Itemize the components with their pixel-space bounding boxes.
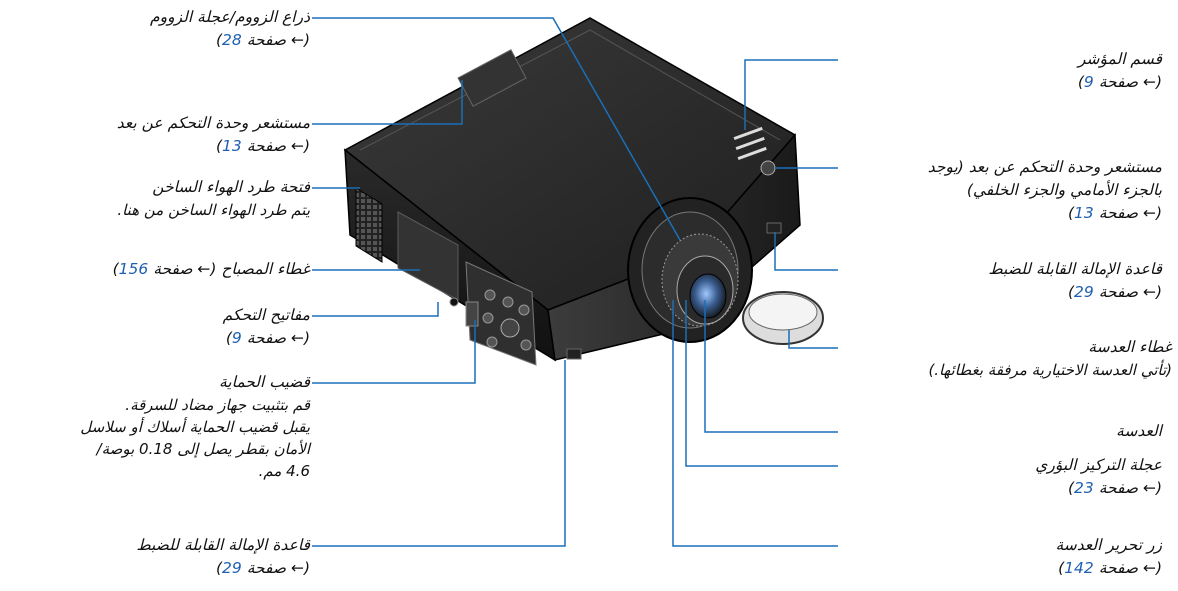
callout-lens-release-title: زر تحرير العدسة: [842, 534, 1162, 557]
callout-lens-title: العدسة: [842, 420, 1162, 443]
callout-security-bar: قضيب الحماية قم بتثبيت جهاز مضاد للسرقة.…: [30, 371, 310, 482]
page-link-142[interactable]: 142: [1064, 559, 1094, 577]
callout-lens-cap-title: غطاء العدسة: [842, 336, 1172, 359]
page-link-28[interactable]: 28: [222, 31, 242, 49]
lens-cap: [743, 292, 823, 344]
callout-controls: مفاتيح التحكم (← صفحة 9): [30, 304, 310, 350]
callout-tilt-foot-right-ref: (← صفحة 29): [842, 281, 1162, 304]
ref-prefix: (← صفحة: [242, 137, 310, 155]
page-link-13[interactable]: 13: [222, 137, 242, 155]
callout-lens-release: زر تحرير العدسة (← صفحة 142): [842, 534, 1162, 580]
callout-remote-top: مستشعر وحدة التحكم عن بعد (← صفحة 13): [30, 112, 310, 158]
callout-tilt-foot-bottom-ref: (← صفحة 29): [30, 557, 310, 580]
callout-remote-top-ref: (← صفحة 13): [30, 135, 310, 158]
callout-zoom-ref: (← صفحة 28): [30, 29, 310, 52]
callout-remote-front-title: مستشعر وحدة التحكم عن بعد (يوجد: [842, 156, 1162, 179]
page-link-156[interactable]: 156: [119, 260, 149, 278]
callout-focus-title: عجلة التركيز البؤري: [842, 454, 1162, 477]
callout-indicator: قسم المؤشر (← صفحة 9): [842, 48, 1162, 94]
callout-remote-front-title2: بالجزء الأمامي والجزء الخلفي): [842, 179, 1162, 202]
page-link-29[interactable]: 29: [222, 559, 242, 577]
callout-security-bar-note3: الأمان بقطر يصل إلى 0.18 بوصة/: [30, 438, 310, 460]
callout-controls-ref: (← صفحة 9): [30, 327, 310, 350]
callout-remote-front-ref: (← صفحة 13): [842, 202, 1162, 225]
callout-security-bar-note2: يقبل قضيب الحماية أسلاك أو سلاسل: [30, 416, 310, 438]
callout-security-bar-note1: قم بتثبيت جهاز مضاد للسرقة.: [30, 394, 310, 416]
callout-zoom: ذراع الزووم/عجلة الزووم (← صفحة 28): [30, 6, 310, 52]
callout-remote-top-title: مستشعر وحدة التحكم عن بعد: [30, 112, 310, 135]
callout-zoom-title: ذراع الزووم/عجلة الزووم: [30, 6, 310, 29]
ref-prefix: (← صفحة: [1094, 559, 1162, 577]
ref-prefix: (← صفحة: [1094, 204, 1162, 222]
callout-focus: عجلة التركيز البؤري (← صفحة 23): [842, 454, 1162, 500]
callout-lens-cap-note: (تأتي العدسة الاختيارية مرفقة بغطائها.): [842, 359, 1172, 381]
page-link-23[interactable]: 23: [1074, 479, 1094, 497]
ref-prefix: (← صفحة: [1094, 283, 1162, 301]
callout-focus-ref: (← صفحة 23): [842, 477, 1162, 500]
callout-security-bar-note4: 4.6 مم.: [30, 460, 310, 482]
callout-tilt-foot-right-title: قاعدة الإمالة القابلة للضبط: [842, 258, 1162, 281]
leader-security-bar: [312, 320, 475, 383]
callout-lens-release-ref: (← صفحة 142): [842, 557, 1162, 580]
leader-controls: [312, 302, 438, 316]
callout-controls-title: مفاتيح التحكم: [30, 304, 310, 327]
callout-tilt-foot-bottom: قاعدة الإمالة القابلة للضبط (← صفحة 29): [30, 534, 310, 580]
page-link-29[interactable]: 29: [1074, 283, 1094, 301]
callout-tilt-foot-right: قاعدة الإمالة القابلة للضبط (← صفحة 29): [842, 258, 1162, 304]
callout-indicator-title: قسم المؤشر: [842, 48, 1162, 71]
page-link-13[interactable]: 13: [1074, 204, 1094, 222]
lamp-cover-label: غطاء المصباح (← صفحة: [148, 260, 310, 278]
callout-exhaust: فتحة طرد الهواء الساخن يتم طرد الهواء ال…: [30, 176, 310, 221]
ref-prefix: (← صفحة: [1094, 73, 1162, 91]
callout-lens-cap: غطاء العدسة (تأتي العدسة الاختيارية مرفق…: [842, 336, 1172, 381]
ref-prefix: (← صفحة: [1094, 479, 1162, 497]
leader-tilt-foot-bottom: [312, 360, 565, 546]
callout-lamp-cover: غطاء المصباح (← صفحة 156): [30, 258, 310, 281]
callout-lamp-cover-title: غطاء المصباح (← صفحة 156): [30, 258, 310, 281]
callout-exhaust-title: فتحة طرد الهواء الساخن: [30, 176, 310, 199]
callout-lens: العدسة: [842, 420, 1162, 443]
projector-body: [345, 18, 800, 365]
callout-remote-front: مستشعر وحدة التحكم عن بعد (يوجد بالجزء ا…: [842, 156, 1162, 225]
ref-prefix: (← صفحة: [242, 559, 310, 577]
ref-prefix: (← صفحة: [242, 329, 310, 347]
ref-prefix: (← صفحة: [242, 31, 310, 49]
callout-tilt-foot-bottom-title: قاعدة الإمالة القابلة للضبط: [30, 534, 310, 557]
callout-security-bar-title: قضيب الحماية: [30, 371, 310, 394]
callout-exhaust-note: يتم طرد الهواء الساخن من هنا.: [30, 199, 310, 221]
page-link-9[interactable]: 9: [232, 329, 242, 347]
page-link-9[interactable]: 9: [1084, 73, 1094, 91]
callout-indicator-ref: (← صفحة 9): [842, 71, 1162, 94]
